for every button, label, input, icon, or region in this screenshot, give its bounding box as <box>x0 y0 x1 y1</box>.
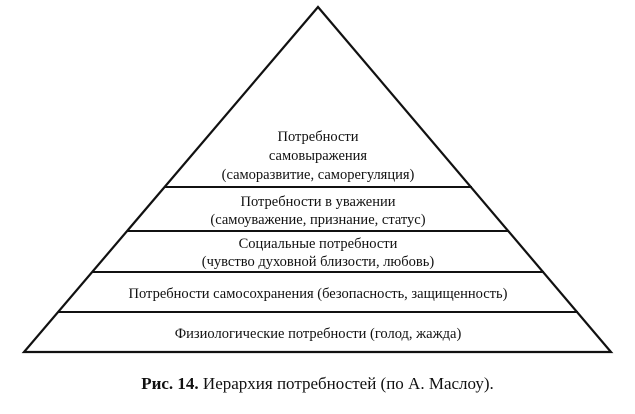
level-social: Социальные потребности (чувство духовной… <box>202 236 435 270</box>
level-esteem: Потребности в уважении (самоуважение, пр… <box>210 194 425 228</box>
level-text: (чувство духовной близости, любовь) <box>202 254 435 270</box>
level-text: Потребности самосохранения (безопасность… <box>129 286 508 302</box>
level-physiological: Физиологические потребности (голод, жажд… <box>175 326 462 342</box>
level-text: самовыражения <box>269 148 368 164</box>
level-text: Потребности <box>277 129 358 145</box>
caption-label: Рис. 14. <box>141 374 199 393</box>
figure-caption: Рис. 14. Иерархия потребностей (по А. Ма… <box>0 374 635 394</box>
level-text: (саморазвитие, саморегуляция) <box>222 167 415 183</box>
pyramid-outline <box>21 5 614 354</box>
level-text: Социальные потребности <box>239 236 398 252</box>
level-self-preservation: Потребности самосохранения (безопасность… <box>129 286 508 302</box>
level-text: Потребности в уважении <box>241 194 396 210</box>
level-text: Физиологические потребности (голод, жажд… <box>175 326 462 342</box>
caption-text: Иерархия потребностей (по А. Маслоу). <box>198 374 494 393</box>
level-text: (самоуважение, признание, статус) <box>210 212 425 228</box>
level-self-expression: Потребности самовыражения (саморазвитие,… <box>222 129 415 183</box>
